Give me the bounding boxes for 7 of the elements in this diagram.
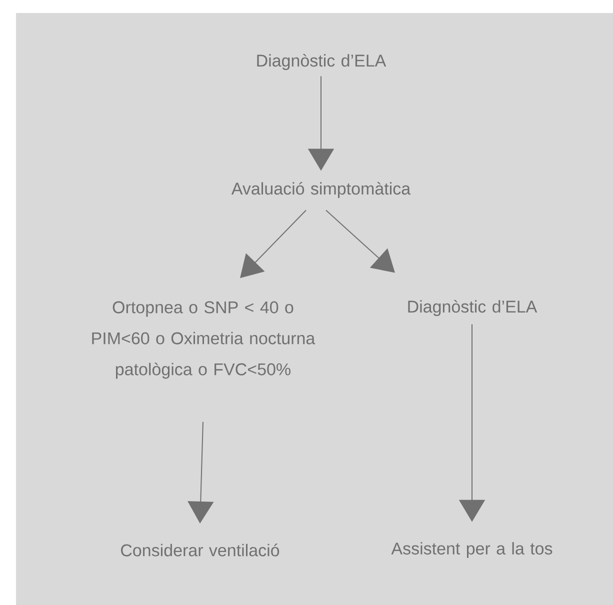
- flow-text: Avaluació simptomàtica: [231, 182, 411, 198]
- arrow: [326, 210, 395, 273]
- flow-text: Considerar ventilació: [121, 544, 280, 556]
- flow-text: Ortopnea o SNP < 40 o PIM<60 o Oximetria nocturna patològica o FVC<50%: [92, 301, 316, 379]
- flow-text: Diagnòstic d’ELA: [408, 300, 538, 316]
- flow-text: Diagnòstic d’ELA: [257, 54, 386, 70]
- flow-text: Assistent per a la tos: [391, 542, 552, 558]
